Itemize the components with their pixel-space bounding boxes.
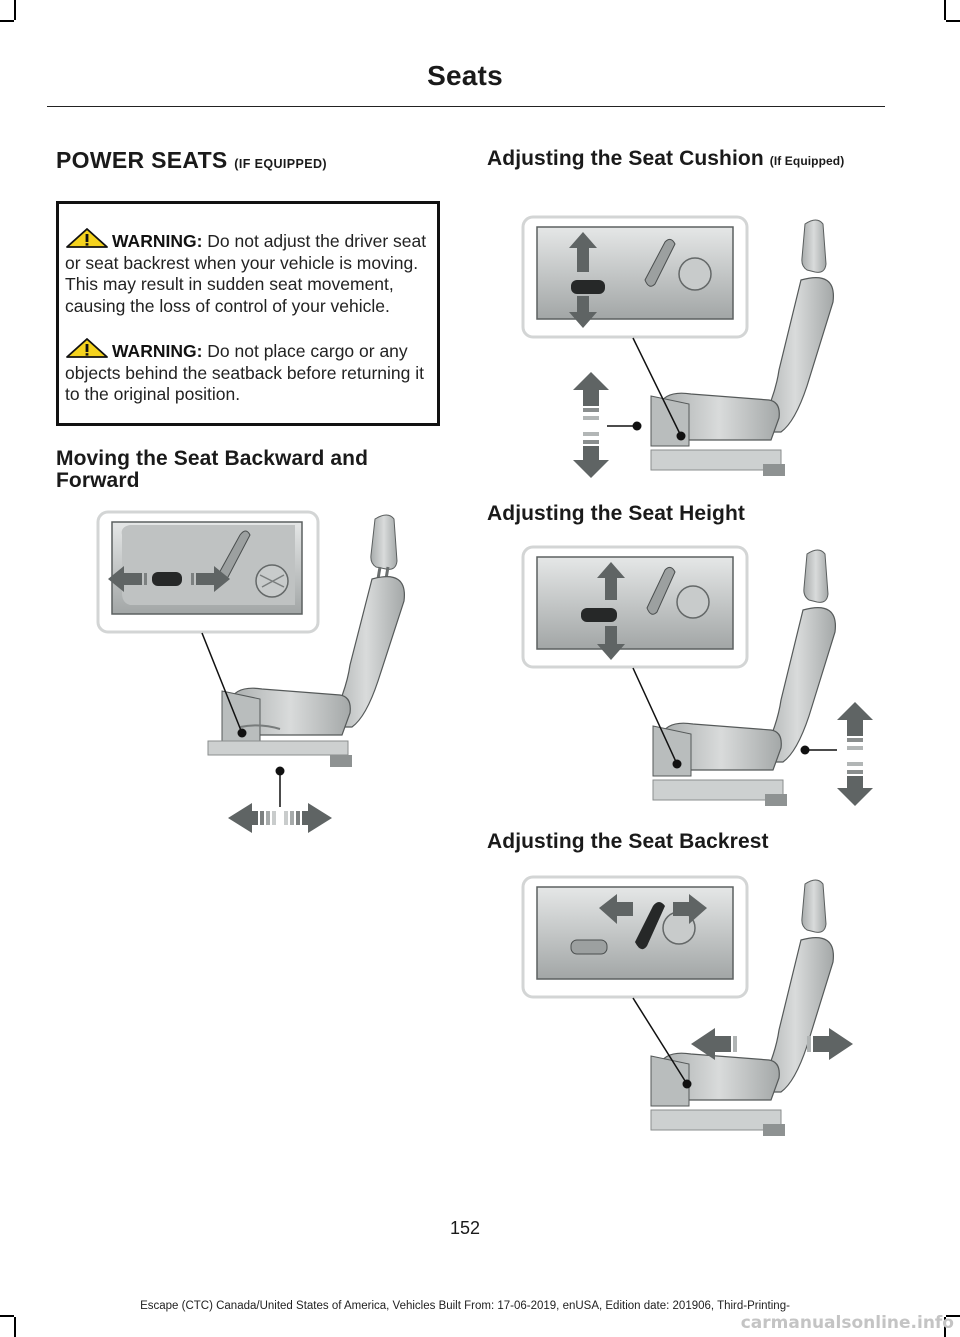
- crop-mark: [0, 1315, 14, 1317]
- seat-fore-aft-illustration: [96, 510, 405, 833]
- warning-2: WARNING: Do not place cargo or any objec…: [65, 338, 433, 406]
- warning-triangle-icon: [66, 338, 108, 358]
- section-heading: POWER SEATS (IF EQUIPPED): [56, 147, 327, 174]
- subheading-height: Adjusting the Seat Height: [487, 502, 746, 525]
- page-title: Seats: [427, 60, 503, 91]
- watermark: carmanualsonline.info: [740, 1313, 954, 1333]
- crop-mark: [944, 0, 946, 20]
- warning-text: Do not adjust the driver seat or seat ba…: [65, 231, 427, 316]
- crop-mark: [944, 1317, 946, 1337]
- double-arrow-icon: [837, 702, 873, 806]
- warning-triangle-icon: [66, 228, 108, 248]
- warning-1: WARNING: Do not adjust the driver seat o…: [65, 228, 433, 317]
- cushion-title: Adjusting the Seat Cushion: [487, 147, 764, 170]
- header-rule: [47, 106, 885, 107]
- double-arrow-icon: [108, 566, 230, 592]
- seat-height-illustration: [521, 545, 873, 806]
- crop-mark: [14, 1317, 16, 1337]
- section-qualifier: (IF EQUIPPED): [234, 157, 327, 171]
- warning-label: WARNING:: [112, 231, 203, 251]
- double-arrow-icon: [569, 232, 597, 328]
- double-arrow-icon: [228, 803, 332, 833]
- subheading-backward-forward: Moving the Seat Backward and Forward: [56, 447, 369, 492]
- double-arrow-icon: [599, 894, 707, 924]
- double-arrow-icon: [597, 562, 625, 660]
- crop-mark: [14, 0, 16, 20]
- crop-mark: [0, 20, 14, 22]
- crop-mark: [946, 20, 960, 22]
- double-arrow-icon: [691, 1028, 853, 1060]
- cushion-qualifier: (If Equipped): [769, 154, 845, 168]
- crop-mark: [946, 1315, 960, 1317]
- subheading-backrest: Adjusting the Seat Backrest: [487, 830, 769, 853]
- seat-backrest-illustration: [521, 875, 853, 1136]
- seat-cushion-illustration: [521, 215, 834, 478]
- footer-text: Escape (CTC) Canada/United States of Ame…: [140, 1300, 790, 1312]
- page-number: 152: [449, 1218, 481, 1238]
- warning-label: WARNING:: [112, 341, 203, 361]
- section-title: POWER SEATS: [56, 147, 228, 173]
- double-arrow-icon: [573, 372, 609, 478]
- warning-text: Do not place cargo or any objects behind…: [65, 341, 424, 404]
- subheading-cushion: Adjusting the Seat Cushion (If Equipped): [487, 148, 907, 172]
- warning-box: WARNING: Do not adjust the driver seat o…: [56, 201, 440, 426]
